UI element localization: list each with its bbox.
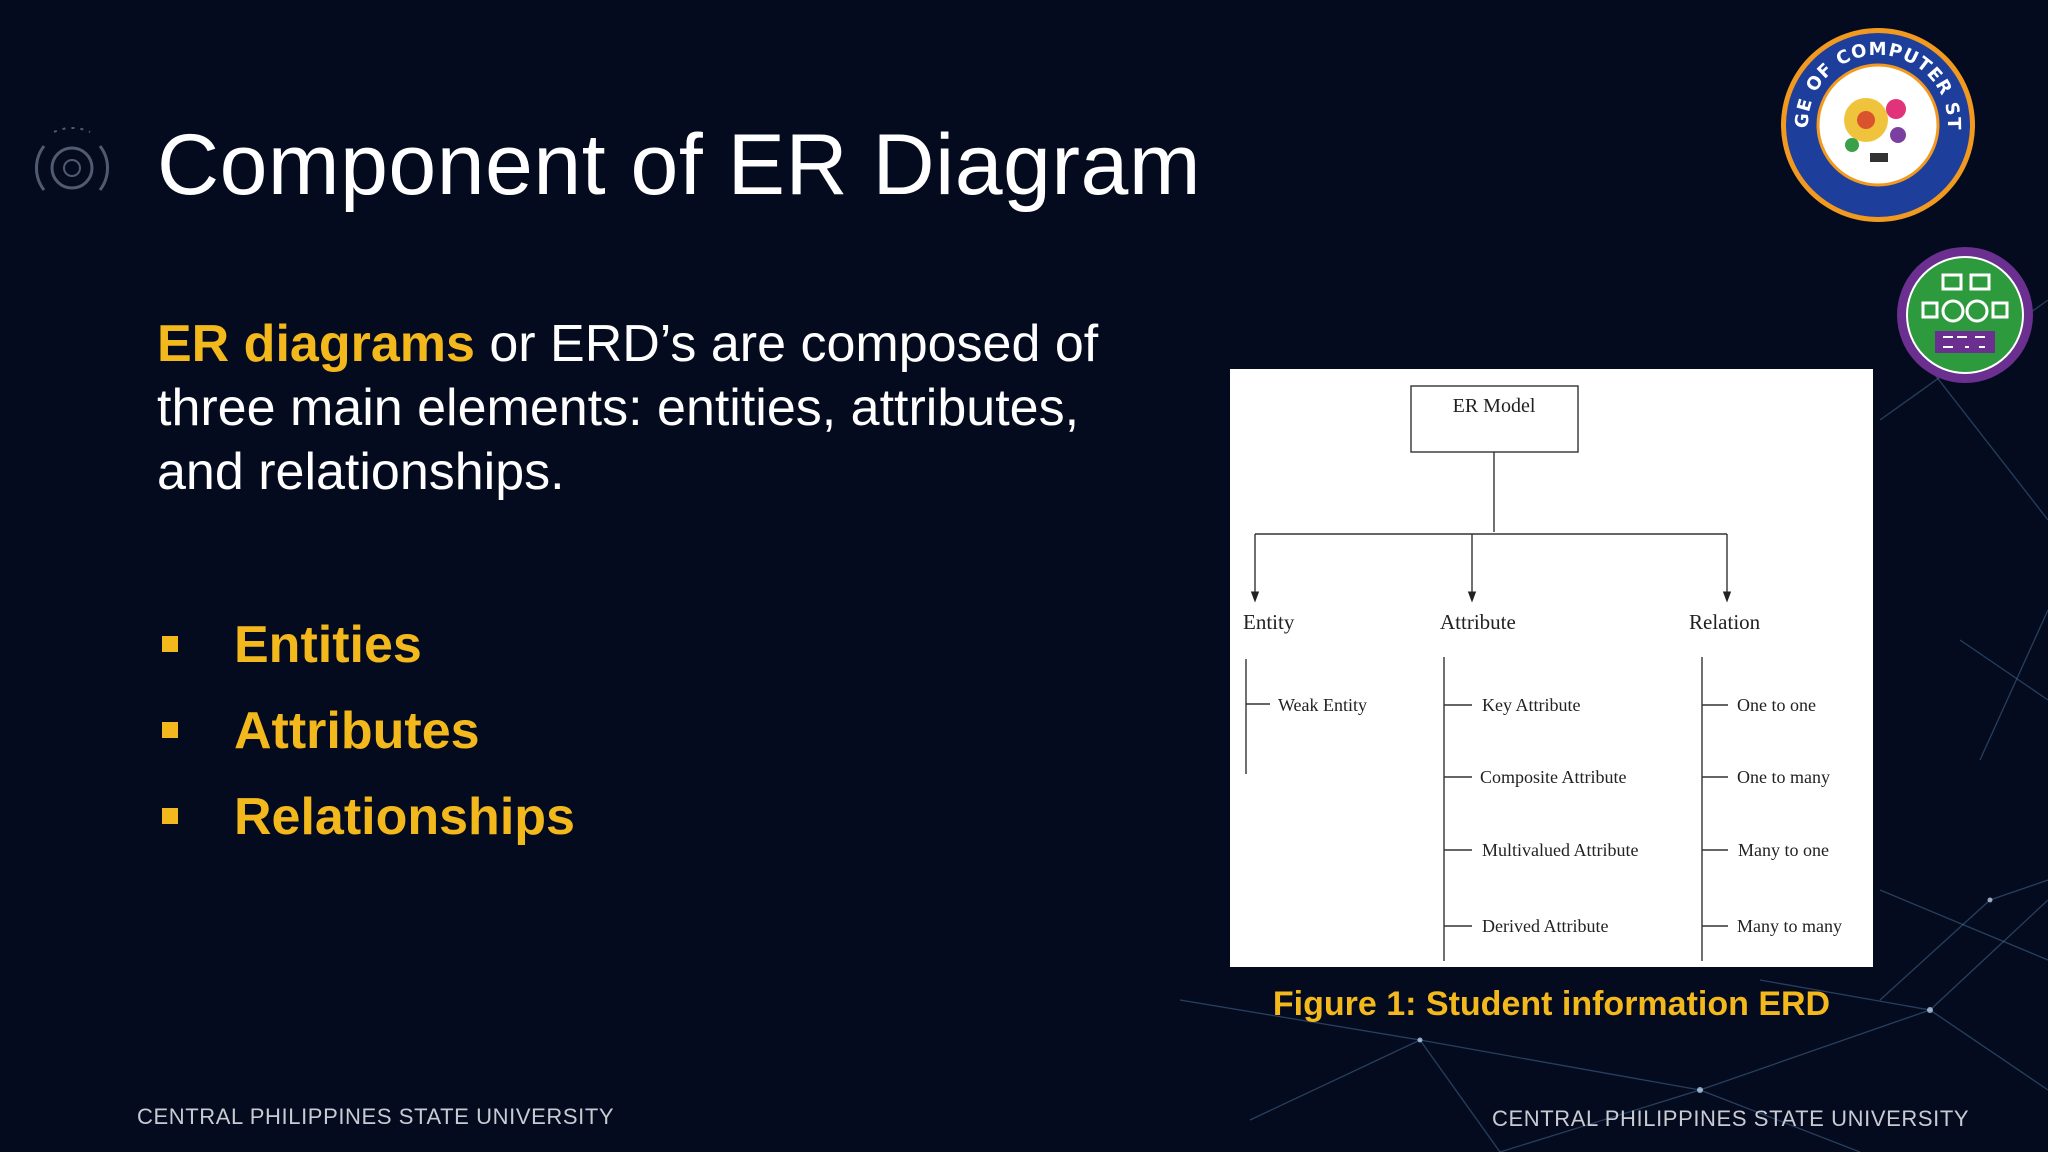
bullet-entities: Entities (157, 615, 575, 701)
leaf-composite-attribute: Composite Attribute (1480, 767, 1627, 787)
square-bullet-icon (162, 722, 178, 738)
ccs-logo: COLLEGE OF COMPUTER STUDIES (1778, 25, 1975, 222)
element-list: Entities Attributes Relationships (157, 615, 575, 873)
er-model-label: ER Model (1453, 395, 1536, 417)
square-bullet-icon (162, 636, 178, 652)
square-bullet-icon (162, 808, 178, 824)
branch-entity: Entity (1243, 610, 1295, 634)
leaf-key-attribute: Key Attribute (1482, 695, 1580, 715)
figure-caption: Figure 1: Student information ERD (1272, 985, 1831, 1023)
radar-circle-icon (34, 127, 110, 191)
leaf-many-to-many: Many to many (1737, 916, 1842, 936)
er-diagram-figure: ER Model Entity Attribute Relation Weak … (1230, 369, 1873, 967)
slide-title: Component of ER Diagram (157, 117, 1201, 213)
leaf-weak-entity: Weak Entity (1278, 695, 1367, 715)
leaf-multivalued-attribute: Multivalued Attribute (1482, 840, 1638, 860)
er-diagram: ER Model Entity Attribute Relation Weak … (1243, 385, 1842, 961)
intro-paragraph: ER diagrams or ERD’s are composed of thr… (157, 312, 1177, 504)
intro-text: or ERD’s are composed of three main elem… (157, 315, 1099, 501)
footer-university-right: CENTRAL PHILIPPINES STATE UNIVERSITY (1492, 1106, 1970, 1131)
branch-attribute: Attribute (1440, 610, 1516, 634)
intro-highlight: ER diagrams (157, 315, 475, 373)
bullet-label: Relationships (234, 788, 575, 846)
cpsu-logo (1897, 247, 2033, 383)
leaf-many-to-one: Many to one (1738, 840, 1829, 860)
footer-university-left: CENTRAL PHILIPPINES STATE UNIVERSITY (137, 1104, 615, 1129)
bullet-label: Entities (234, 616, 422, 674)
leaf-derived-attribute: Derived Attribute (1482, 916, 1608, 936)
bullet-label: Attributes (234, 702, 480, 760)
leaf-one-to-one: One to one (1737, 695, 1816, 715)
leaf-one-to-many: One to many (1737, 767, 1830, 787)
branch-relation: Relation (1689, 610, 1761, 634)
bullet-attributes: Attributes (157, 701, 575, 787)
bullet-relationships: Relationships (157, 787, 575, 873)
